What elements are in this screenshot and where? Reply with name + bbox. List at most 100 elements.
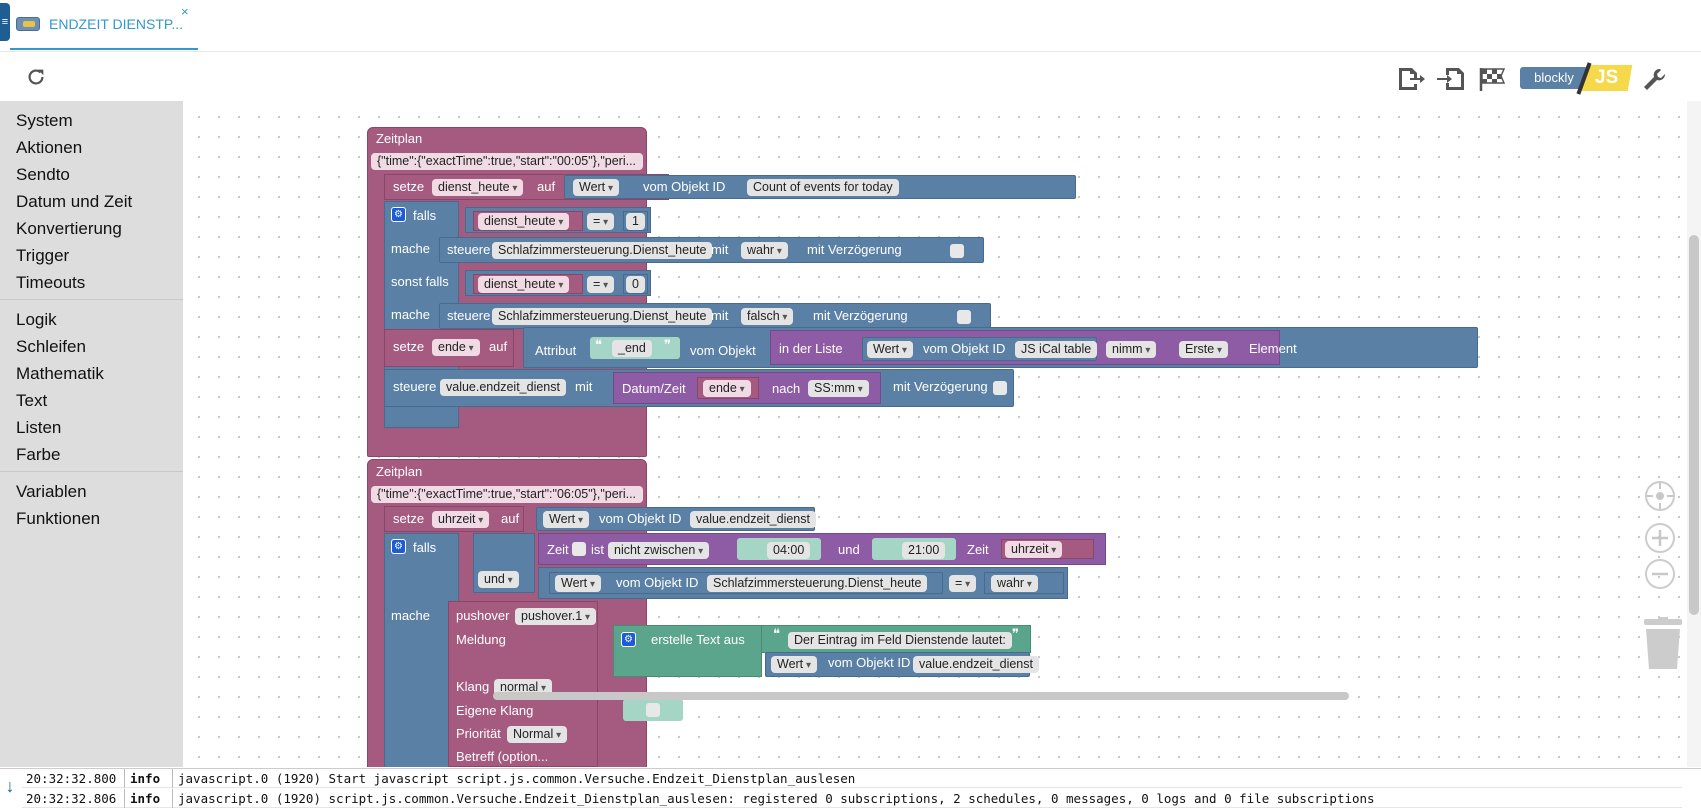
log-divider (124, 769, 125, 788)
category-datetime[interactable]: Datum und Zeit (16, 192, 133, 211)
tab-script[interactable]: ENDZEIT DIENSTP... × (10, 0, 198, 50)
variable-dropdown[interactable]: uhrzeit (1005, 541, 1063, 558)
category-text[interactable]: Text (16, 391, 48, 410)
number-field[interactable]: 1 (626, 213, 645, 230)
category-trigger[interactable]: Trigger (16, 246, 70, 265)
log-level: info (130, 771, 161, 786)
delay-checkbox[interactable] (950, 244, 964, 258)
variable-dropdown[interactable]: uhrzeit (432, 511, 490, 528)
control-keyword: steuere (447, 308, 491, 323)
value-type-dropdown[interactable]: Wert (543, 511, 589, 528)
gear-icon[interactable]: ⚙ (391, 207, 406, 222)
value-dropdown[interactable]: wahr (741, 242, 788, 259)
horizontal-scrollbar[interactable] (493, 692, 1349, 700)
menu-toggle-button[interactable]: ≡ (0, 3, 10, 41)
value-type-dropdown[interactable]: Wert (573, 179, 619, 196)
operator-dropdown[interactable]: = (587, 276, 615, 293)
create-text-block[interactable] (613, 625, 762, 677)
tab-close-button[interactable]: × (181, 4, 189, 19)
gear-icon[interactable]: ⚙ (391, 539, 406, 554)
format-dropdown[interactable]: SS:mm (808, 380, 869, 397)
zoom-out-button[interactable] (1645, 559, 1675, 589)
category-timeouts[interactable]: Timeouts (16, 273, 86, 292)
operator-dropdown[interactable]: = (587, 213, 615, 230)
schedule-cron-field[interactable]: {"time":{"exactTime":true,"start":"00:05… (371, 153, 643, 170)
delay-checkbox[interactable] (993, 381, 1007, 395)
attribute-label: Attribut (535, 343, 577, 358)
pushover-instance-dropdown[interactable]: pushover.1 (515, 608, 596, 625)
object-id-field[interactable]: value.endzeit_dienst (440, 379, 566, 396)
variable-dropdown[interactable]: ende (703, 380, 751, 397)
value-dropdown[interactable]: falsch (741, 308, 794, 325)
number-field[interactable]: 0 (626, 276, 645, 293)
time-operator-dropdown[interactable]: nicht zwischen (608, 542, 710, 559)
blockly-js-switch[interactable]: blockly JS (1520, 62, 1633, 95)
category-loops[interactable]: Schleifen (16, 337, 86, 356)
time-checkbox[interactable] (572, 542, 586, 556)
variable-dropdown[interactable]: ende (432, 339, 480, 356)
log-timestamp: 20:32:32.800 (26, 771, 117, 786)
checkered-flag-icon[interactable] (1477, 66, 1507, 92)
category-lists[interactable]: Listen (16, 418, 62, 437)
logic-operator-dropdown[interactable]: und (478, 571, 519, 588)
blockly-workspace[interactable]: Zeitplan {"time":{"exactTime":true,"star… (183, 101, 1701, 767)
variable-dropdown[interactable]: dienst_heute (432, 179, 524, 196)
target-icon (1647, 483, 1673, 509)
list-take-dropdown[interactable]: nimm (1106, 341, 1157, 358)
refresh-icon[interactable] (24, 66, 48, 88)
if-label: falls (413, 540, 437, 555)
zoom-in-button[interactable] (1645, 523, 1675, 553)
priority-dropdown[interactable]: Normal (507, 726, 568, 743)
value-type-dropdown[interactable]: Wert (867, 341, 913, 358)
object-id-field[interactable]: JS iCal table (1015, 341, 1098, 358)
variable-dropdown[interactable]: dienst_heute (478, 213, 570, 230)
custom-sound-field[interactable] (646, 703, 660, 717)
text-field[interactable]: Der Eintrag im Feld Dienstende lautet: (788, 632, 1012, 649)
object-id-field[interactable]: Schlafzimmersteuerung.Dienst_heute (492, 242, 713, 259)
element-label: Element (1249, 341, 1297, 356)
category-variables[interactable]: Variablen (16, 482, 87, 501)
list-position-dropdown[interactable]: Erste (1179, 341, 1228, 358)
object-id-field[interactable]: value.endzeit_dienst (690, 511, 816, 528)
recenter-button[interactable] (1645, 481, 1675, 511)
pushover-keyword: pushover (456, 608, 510, 623)
operator-dropdown[interactable]: = (949, 575, 977, 592)
delay-checkbox[interactable] (957, 310, 971, 324)
sound-dropdown[interactable]: normal (494, 679, 553, 696)
log-timestamp: 20:32:32.806 (26, 791, 117, 806)
time-start-field[interactable]: 04:00 (767, 542, 811, 559)
boolean-dropdown[interactable]: wahr (991, 575, 1038, 592)
attribute-value-field[interactable]: _end (612, 340, 652, 357)
category-convert[interactable]: Konvertierung (16, 219, 122, 238)
do-label: mache (391, 608, 431, 623)
sound-label: Klang (456, 679, 490, 694)
category-color[interactable]: Farbe (16, 445, 61, 464)
object-id-field[interactable]: Count of events for today (747, 179, 899, 196)
category-system[interactable]: System (16, 111, 73, 130)
category-math[interactable]: Mathematik (16, 364, 104, 383)
category-functions[interactable]: Funktionen (16, 509, 101, 528)
export-icon[interactable] (1396, 66, 1426, 92)
object-id-label: vom Objekt ID (616, 575, 699, 590)
set-keyword: setze (393, 511, 425, 526)
category-actions[interactable]: Aktionen (16, 138, 83, 157)
wrench-icon[interactable] (1640, 66, 1670, 92)
category-sendto[interactable]: Sendto (16, 165, 70, 184)
category-logic[interactable]: Logik (16, 310, 57, 329)
object-id-field[interactable]: value.endzeit_dienst (913, 656, 1039, 673)
time-end-field[interactable]: 21:00 (902, 542, 946, 559)
vertical-scrollbar[interactable] (1689, 235, 1699, 615)
with-label: mit (711, 308, 729, 323)
scroll-down-icon[interactable]: ↓ (5, 776, 15, 796)
gear-icon[interactable]: ⚙ (621, 632, 636, 647)
object-id-field[interactable]: Schlafzimmersteuerung.Dienst_heute (492, 308, 713, 325)
variable-dropdown[interactable]: dienst_heute (478, 276, 570, 293)
schedule-cron-field[interactable]: {"time":{"exactTime":true,"start":"06:05… (371, 486, 643, 503)
import-icon[interactable] (1436, 66, 1466, 92)
value-type-dropdown[interactable]: Wert (771, 656, 817, 673)
value-type-dropdown[interactable]: Wert (555, 575, 601, 592)
log-divider (172, 789, 173, 808)
set-auf-label: auf (489, 339, 508, 354)
object-id-field[interactable]: Schlafzimmersteuerung.Dienst_heute (707, 575, 928, 592)
trash-icon[interactable] (1642, 617, 1684, 671)
